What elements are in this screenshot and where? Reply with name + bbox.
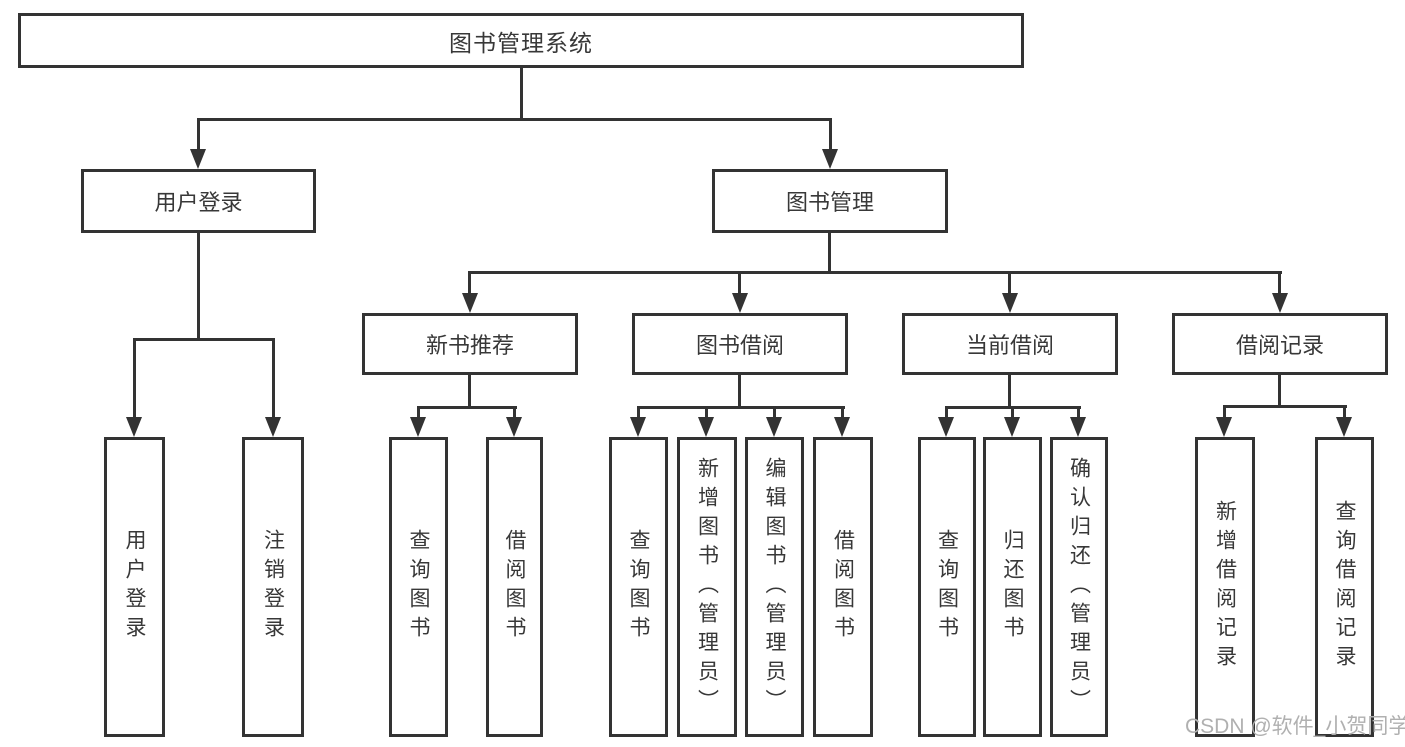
connector-line	[738, 271, 741, 295]
connector-line	[637, 406, 640, 419]
arrow-down-icon	[1070, 417, 1086, 437]
arrow-down-icon	[834, 417, 850, 437]
connector-line	[197, 118, 200, 152]
node-book-borrowing: 图书借阅	[632, 313, 848, 375]
arrow-down-icon	[630, 417, 646, 437]
connector-line	[841, 406, 844, 419]
connector-line	[637, 406, 845, 409]
leaf-query-books-recommend: 查询图书	[389, 437, 448, 737]
leaf-label: 注销登录	[261, 529, 285, 645]
connector-line	[738, 375, 741, 406]
leaf-query-books-borrowing: 查询图书	[609, 437, 668, 737]
node-label: 图书借阅	[695, 333, 784, 358]
connector-line	[1008, 271, 1011, 295]
connector-line	[197, 118, 832, 121]
arrow-down-icon	[265, 417, 281, 437]
arrow-down-icon	[190, 149, 206, 169]
node-borrowing-records: 借阅记录	[1172, 313, 1388, 375]
node-library-management-system: 图书管理系统	[18, 13, 1024, 68]
leaf-user-login: 用户登录	[104, 437, 165, 737]
leaf-label: 归还图书	[1001, 529, 1024, 645]
node-book-management: 图书管理	[712, 169, 948, 233]
connector-line	[272, 338, 275, 419]
connector-line	[829, 118, 832, 152]
leaf-query-borrow-record: 查询借阅记录	[1315, 437, 1374, 737]
connector-line	[468, 271, 1282, 274]
node-label: 图书管理系统	[449, 29, 593, 56]
connector-line	[417, 406, 420, 419]
leaf-logout-login: 注销登录	[242, 437, 304, 737]
node-label: 图书管理	[785, 190, 874, 215]
connector-line	[1278, 271, 1281, 295]
node-label: 用户登录	[154, 190, 243, 215]
leaf-borrow-books-recommend: 借阅图书	[486, 437, 543, 737]
leaf-label: 查询图书	[935, 529, 959, 645]
arrow-down-icon	[1272, 293, 1288, 313]
leaf-label: 查询图书	[407, 529, 430, 645]
arrow-down-icon	[766, 417, 782, 437]
connector-line	[828, 233, 831, 271]
connector-line	[1011, 406, 1014, 419]
node-label: 当前借阅	[965, 333, 1054, 358]
arrow-down-icon	[506, 417, 522, 437]
arrow-down-icon	[1002, 293, 1018, 313]
arrow-down-icon	[462, 293, 478, 313]
leaf-return-books: 归还图书	[983, 437, 1042, 737]
leaf-label: 新增图书（管理员）	[695, 456, 719, 718]
arrow-down-icon	[1004, 417, 1020, 437]
leaf-edit-books-admin: 编辑图书（管理员）	[745, 437, 804, 737]
leaf-label: 查询图书	[627, 529, 650, 645]
connector-line	[1077, 406, 1080, 419]
leaf-borrow-books-borrowing: 借阅图书	[813, 437, 873, 737]
leaf-add-borrow-record: 新增借阅记录	[1195, 437, 1255, 737]
leaf-label: 用户登录	[123, 529, 146, 645]
leaf-label: 借阅图书	[503, 529, 526, 645]
node-new-book-recommendation: 新书推荐	[362, 313, 578, 375]
arrow-down-icon	[732, 293, 748, 313]
node-user-login: 用户登录	[81, 169, 316, 233]
connector-line	[417, 406, 517, 409]
connector-line	[468, 271, 471, 295]
arrow-down-icon	[1336, 417, 1352, 437]
leaf-label: 确认归还（管理员）	[1067, 456, 1091, 718]
arrow-down-icon	[698, 417, 714, 437]
connector-line	[945, 406, 948, 419]
connector-line	[1278, 375, 1281, 405]
connector-line	[468, 375, 471, 406]
connector-line	[773, 406, 776, 419]
connector-line	[1343, 405, 1346, 419]
arrow-down-icon	[410, 417, 426, 437]
arrow-down-icon	[126, 417, 142, 437]
arrow-down-icon	[1216, 417, 1232, 437]
connector-line	[1223, 405, 1347, 408]
connector-line	[133, 338, 275, 341]
leaf-label: 新增借阅记录	[1213, 500, 1237, 674]
connector-line	[1223, 405, 1226, 419]
arrow-down-icon	[822, 149, 838, 169]
leaf-label: 借阅图书	[831, 529, 855, 645]
watermark-text: CSDN @软件_小贺同学	[1185, 715, 1405, 738]
connector-line	[1008, 375, 1011, 406]
connector-line	[197, 233, 200, 338]
arrow-down-icon	[938, 417, 954, 437]
node-current-borrowing: 当前借阅	[902, 313, 1118, 375]
node-label: 新书推荐	[425, 333, 514, 358]
leaf-label: 查询借阅记录	[1333, 500, 1356, 674]
connector-line	[705, 406, 708, 419]
leaf-query-books-current: 查询图书	[918, 437, 976, 737]
leaf-confirm-return-admin: 确认归还（管理员）	[1050, 437, 1108, 737]
leaf-label: 编辑图书（管理员）	[763, 456, 786, 718]
connector-line	[133, 338, 136, 419]
node-label: 借阅记录	[1235, 333, 1324, 358]
leaf-add-books-admin: 新增图书（管理员）	[677, 437, 737, 737]
connector-line	[513, 406, 516, 419]
connector-line	[520, 68, 523, 118]
